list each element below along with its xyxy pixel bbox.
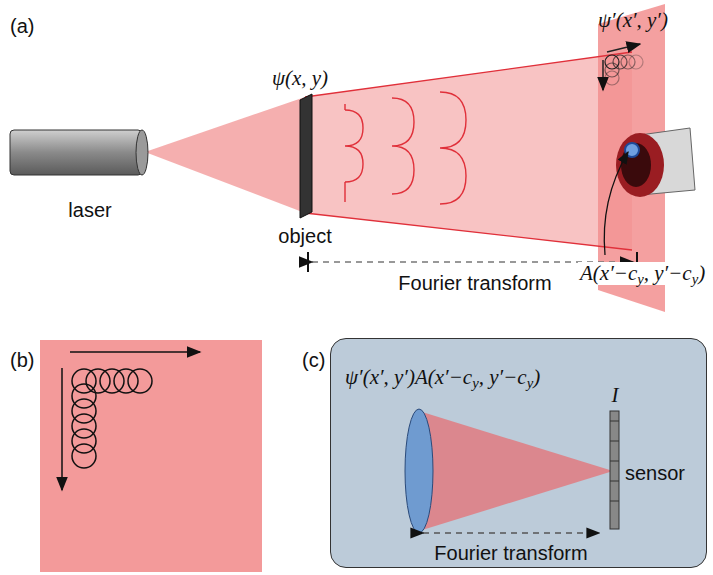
panel-letter: (c) (302, 350, 325, 370)
distance-label: Fourier transform (434, 543, 587, 563)
part-label: object (278, 226, 331, 246)
panel-letter: (b) (10, 350, 34, 370)
formula-label: ψ′(x′, y′)A(x′−cy, y′−cy) (345, 367, 540, 388)
simulation-panel: ψ′(x′, y′)A(x′−cy, y′−cy) IsensorFourier … (330, 338, 707, 568)
distance-label: Fourier transform (396, 272, 553, 294)
panel-letter: (a) (10, 16, 34, 36)
intensity-label: I (612, 385, 619, 406)
field-label: ψ(x, y) (272, 68, 328, 89)
probe-label: A(x′−cy, y′−cy) (578, 262, 707, 285)
field-label: ψ′(x′, y′) (598, 10, 668, 31)
device-label: laser (68, 200, 111, 220)
part-label: sensor (625, 463, 685, 483)
